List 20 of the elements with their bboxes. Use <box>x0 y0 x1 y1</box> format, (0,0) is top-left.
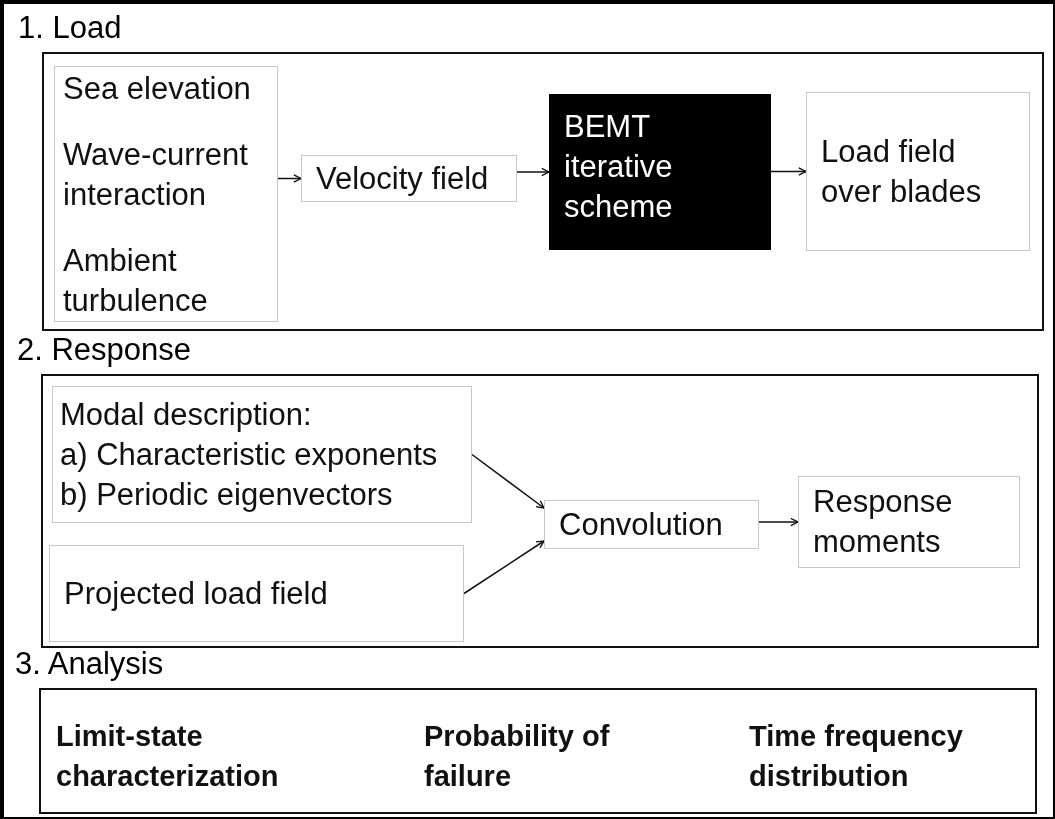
section-heading: 1. Load <box>18 9 122 47</box>
section-heading: 3. Analysis <box>15 645 164 683</box>
arrow <box>516 167 550 177</box>
process-box: Convolution <box>544 500 759 549</box>
process-box: Response moments <box>798 476 1020 568</box>
process-box: Velocity field <box>301 155 517 202</box>
arrow <box>277 174 302 183</box>
analysis-item: Time frequency distribution <box>749 719 964 794</box>
arrow <box>471 453 545 509</box>
section-heading: 2. Response <box>17 331 192 369</box>
process-box: Projected load field <box>49 545 464 642</box>
analysis-item: Probability of failure <box>424 719 611 794</box>
arrow <box>758 517 799 527</box>
arrow <box>770 167 807 176</box>
process-box: Load field over blades <box>806 92 1030 251</box>
input-box: Sea elevation Wave-current interaction Ambient turbulence <box>54 66 278 322</box>
analysis-item: Limit-state characterization <box>56 719 280 794</box>
input-box: Modal description: a) Characteristic exponents b) Periodic eigenvectors <box>52 386 472 523</box>
arrow <box>463 540 545 595</box>
process-box: BEMT iterative scheme <box>549 94 771 250</box>
